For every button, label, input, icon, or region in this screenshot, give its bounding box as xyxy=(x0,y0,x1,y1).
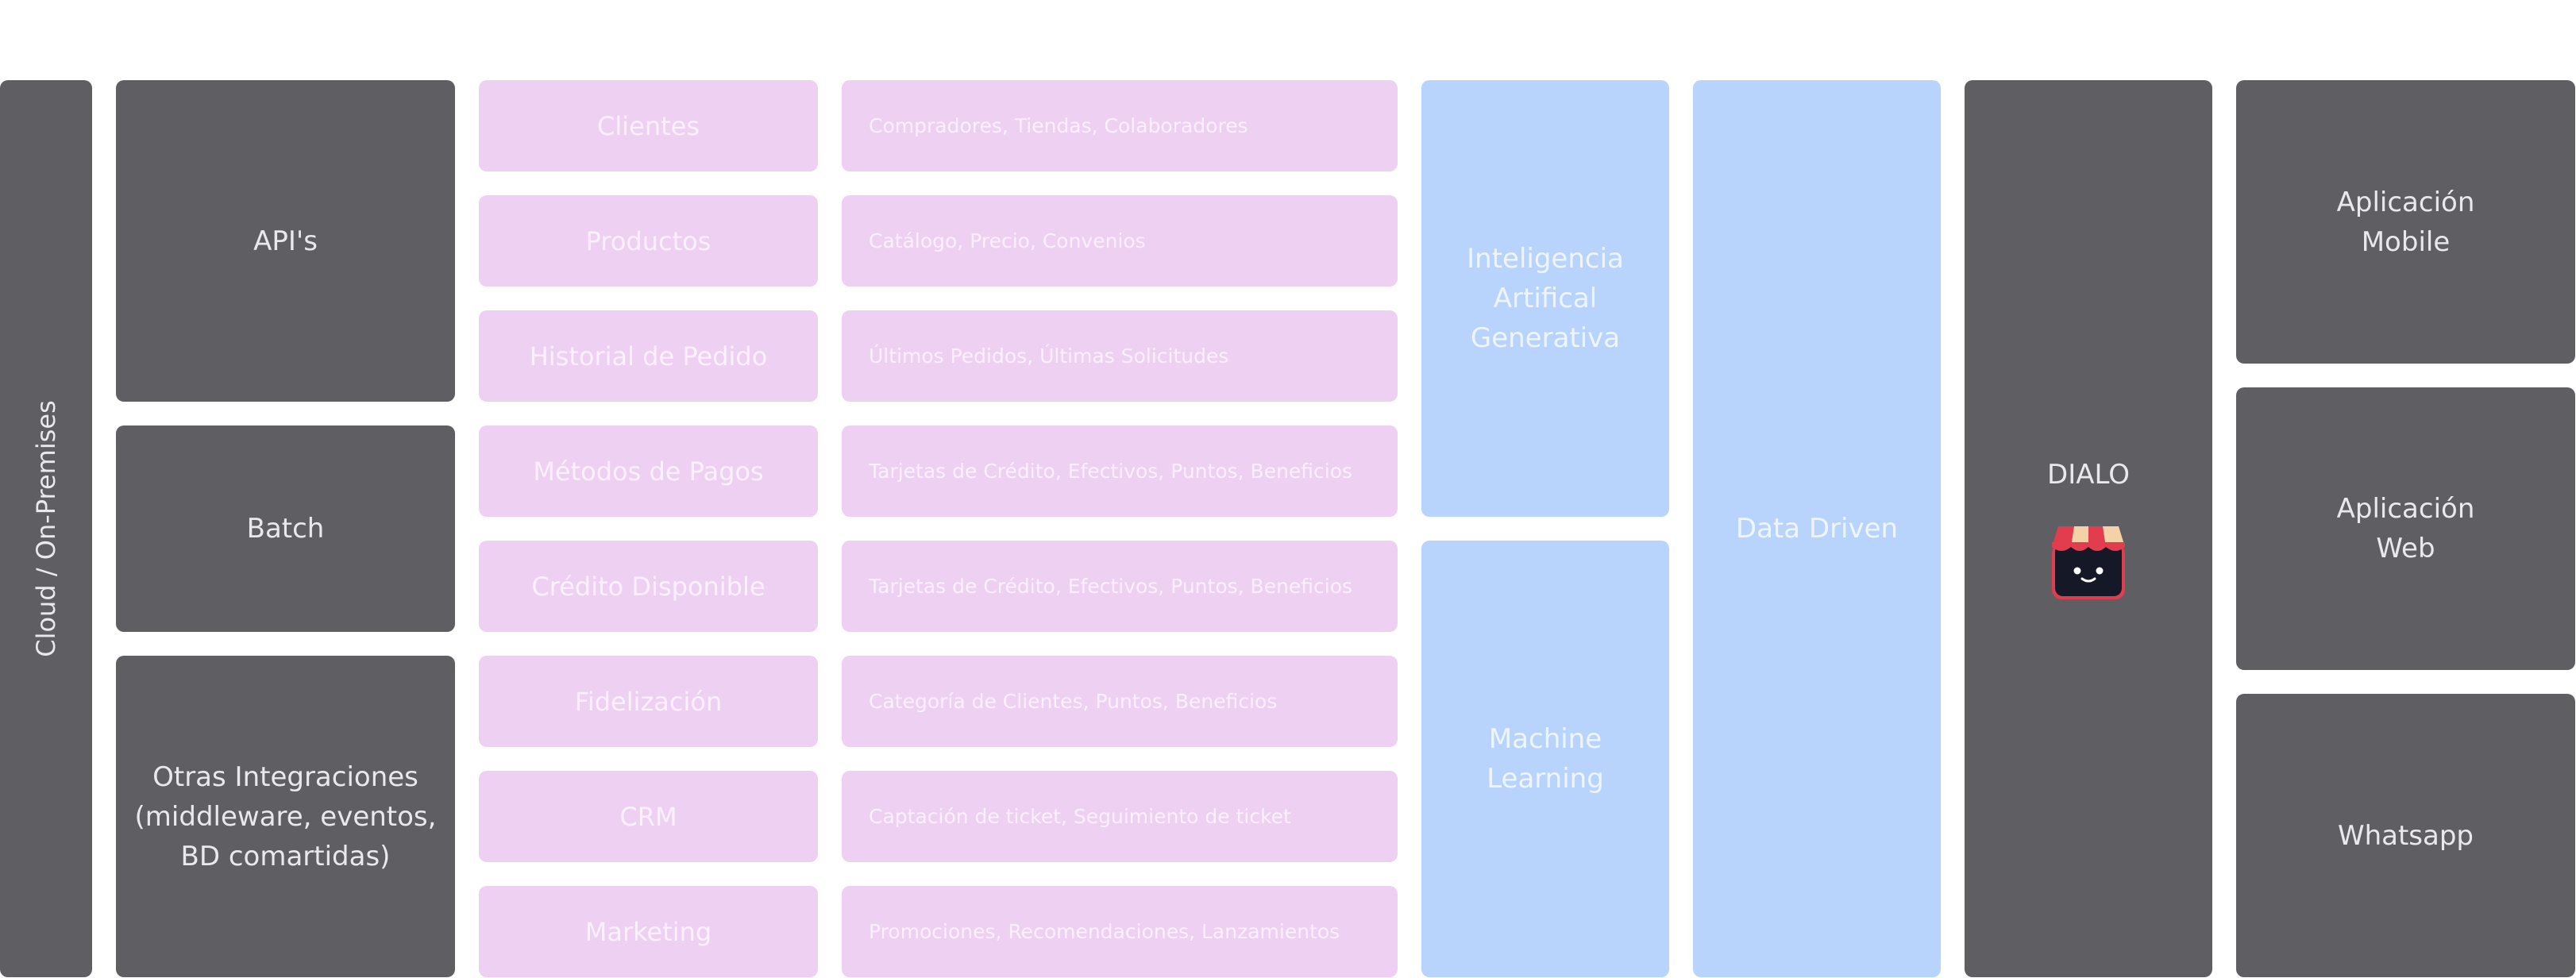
channel-whatsapp: Whatsapp xyxy=(2236,694,2575,977)
ai-generativa: Inteligencia Artifical Generativa xyxy=(1421,80,1669,517)
category-metodos-pagos: Métodos de Pagos xyxy=(479,425,818,517)
detail-marketing: Promociones, Recomendaciones, Lanzamient… xyxy=(842,886,1398,977)
detail-metodos-pagos: Tarjetas de Crédito, Efectivos, Puntos, … xyxy=(842,425,1398,517)
dialo-label: DIALO xyxy=(2047,459,2130,491)
data-driven: Data Driven xyxy=(1693,80,1941,977)
detail-crm: Captación de ticket, Seguimiento de tick… xyxy=(842,771,1398,862)
category-clientes: Clientes xyxy=(479,80,818,171)
channel-web: Aplicación Web xyxy=(2236,387,2575,670)
category-fidelizacion: Fidelización xyxy=(479,656,818,747)
category-credito-disponible: Crédito Disponible xyxy=(479,541,818,632)
category-historial-pedido: Historial de Pedido xyxy=(479,310,818,402)
detail-historial-pedido: Últimos Pedidos, Últimas Solicitudes xyxy=(842,310,1398,402)
detail-productos: Catálogo, Precio, Convenios xyxy=(842,195,1398,287)
source-otras-integraciones: Otras Integraciones (middleware, eventos… xyxy=(116,656,455,977)
cloud-on-premises-bar xyxy=(0,80,92,977)
detail-credito-disponible: Tarjetas de Crédito, Efectivos, Puntos, … xyxy=(842,541,1398,632)
source-batch: Batch xyxy=(116,425,455,632)
dialo-box: DIALO xyxy=(1965,80,2212,977)
machine-learning: Machine Learning xyxy=(1421,541,1669,977)
detail-clientes: Compradores, Tiendas, Colaboradores xyxy=(842,80,1398,171)
category-crm: CRM xyxy=(479,771,818,862)
category-productos: Productos xyxy=(479,195,818,287)
channel-mobile: Aplicación Mobile xyxy=(2236,80,2575,364)
category-marketing: Marketing xyxy=(479,886,818,977)
detail-fidelizacion: Categoría de Clientes, Puntos, Beneficio… xyxy=(842,656,1398,747)
store-mascot-icon xyxy=(2047,523,2130,603)
source-apis: API's xyxy=(116,80,455,402)
cloud-on-premises-label: Cloud / On-Premises xyxy=(31,400,61,657)
